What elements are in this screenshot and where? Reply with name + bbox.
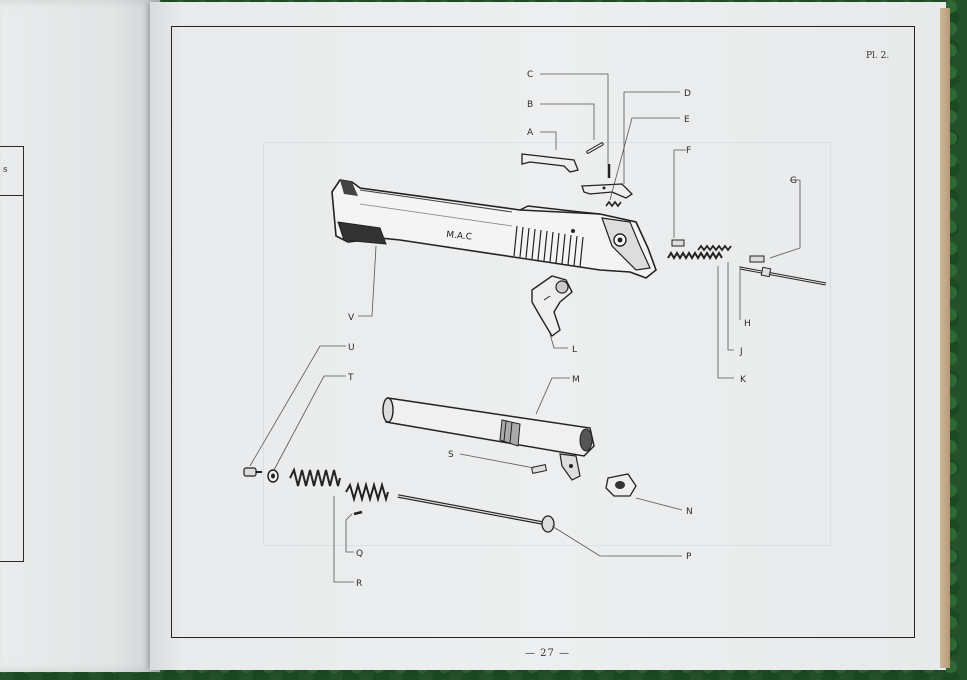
- callout-r: R: [356, 579, 362, 589]
- left-page: s: [0, 0, 160, 672]
- part-s-pin: [530, 464, 548, 474]
- part-spring-second: [345, 481, 389, 503]
- left-page-frame: s: [0, 146, 24, 562]
- part-q-pin: [353, 510, 363, 516]
- part-m-barrel: [382, 397, 595, 481]
- callout-d: D: [684, 89, 691, 99]
- part-l-slide-stop: [531, 275, 573, 338]
- callout-h: H: [744, 319, 751, 329]
- part-t-ring: [267, 469, 279, 483]
- right-page: [150, 2, 946, 670]
- callout-s: S: [448, 450, 454, 460]
- callout-g: G: [790, 176, 797, 186]
- plate-border: [171, 26, 915, 638]
- part-b-pin: [586, 142, 604, 154]
- part-a-rear-sight: [521, 153, 579, 173]
- show-through-frame: [263, 142, 831, 546]
- part-g-stop: [749, 255, 765, 263]
- part-e-spring: [605, 200, 622, 208]
- page-number: — 27 —: [525, 648, 571, 659]
- leader-lines: [249, 73, 801, 583]
- callout-b: B: [527, 100, 533, 110]
- callout-c: C: [527, 70, 533, 80]
- part-u-plug: [243, 467, 262, 477]
- callout-j: J: [739, 347, 743, 357]
- part-recoil-spring: [289, 467, 341, 487]
- callout-a: A: [527, 128, 534, 138]
- plate-label: Pl. 2.: [866, 51, 890, 61]
- callout-n: N: [686, 507, 693, 517]
- callout-u: U: [348, 343, 355, 353]
- callout-p: P: [686, 552, 692, 562]
- callout-k: K: [740, 375, 747, 385]
- part-k-firing-pin-spring: [667, 251, 723, 260]
- callout-m: M: [572, 375, 580, 385]
- callout-e: E: [684, 115, 690, 125]
- callout-q: Q: [356, 549, 363, 559]
- part-n-bushing: [605, 473, 637, 497]
- slide-serrations: [513, 225, 584, 268]
- part-d-extractor: [581, 183, 634, 199]
- part-h-firing-pin: [739, 266, 827, 286]
- left-page-rule: [0, 195, 23, 196]
- slide-part: M.A.C: [331, 179, 657, 279]
- part-p-recoil-spring-guide: [397, 494, 555, 533]
- callout-l: L: [572, 345, 577, 355]
- slide-marking: M.A.C: [446, 230, 473, 243]
- page-edge: [940, 8, 950, 668]
- callout-t: T: [347, 373, 354, 383]
- left-page-glyph: s: [3, 165, 8, 175]
- part-f-plunger: [671, 239, 685, 247]
- callout-v: V: [348, 313, 355, 323]
- callout-f: F: [686, 146, 691, 156]
- part-spring-upper: [697, 244, 732, 252]
